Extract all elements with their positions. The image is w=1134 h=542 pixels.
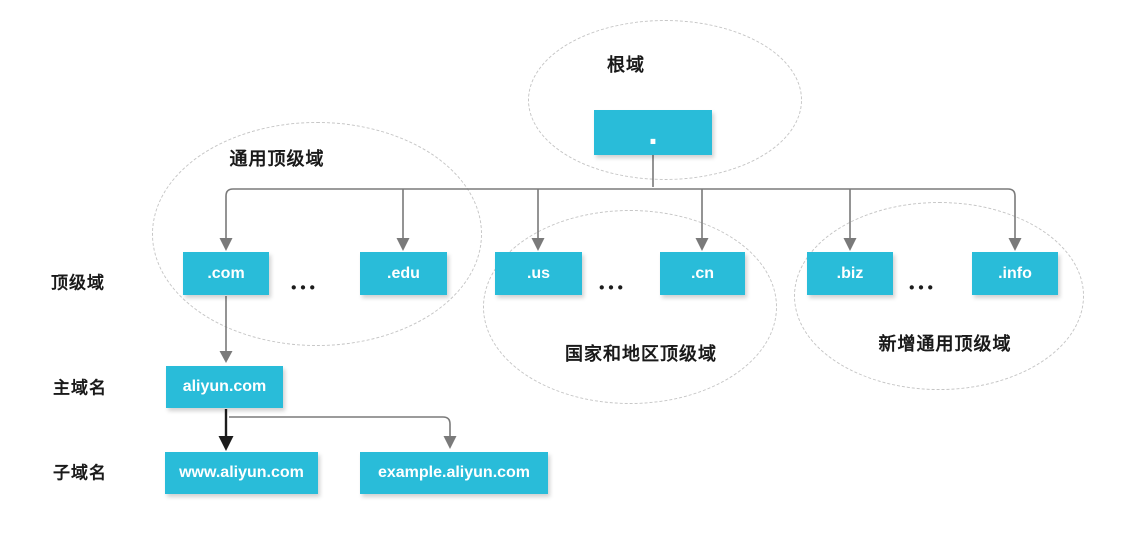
- root-node-box: .: [594, 110, 712, 155]
- row-label-main-domain: 主域名: [53, 378, 107, 398]
- generic-ellipsis: •••: [291, 279, 319, 297]
- biz-node-box: .biz: [807, 252, 893, 295]
- www-arrowhead: [218, 436, 234, 451]
- example-subdomain-box: example.aliyun.com: [360, 452, 548, 494]
- row-label-subdomain: 子域名: [53, 463, 107, 483]
- info-node-box: .info: [972, 252, 1058, 295]
- cn-node-box: .cn: [660, 252, 745, 295]
- main-domain-box: aliyun.com: [166, 366, 283, 408]
- edu-node-box: .edu: [360, 252, 447, 295]
- www-subdomain-box: www.aliyun.com: [165, 452, 318, 494]
- main-domain-arrowhead: [219, 351, 233, 363]
- com-node-box: .com: [183, 252, 269, 295]
- country-tld-label: 国家和地区顶级域: [565, 344, 717, 364]
- new-generic-tld-label: 新增通用顶级域: [878, 334, 1012, 354]
- new-generic-tld-ellipse: [794, 202, 1084, 390]
- root-domain-label: 根域: [607, 55, 645, 75]
- us-node-box: .us: [495, 252, 582, 295]
- country-ellipsis: •••: [599, 279, 627, 297]
- country-tld-ellipse: [483, 210, 777, 404]
- new-generic-ellipsis: •••: [909, 279, 937, 297]
- root-domain-ellipse: [528, 20, 802, 180]
- row-label-tld: 顶级域: [51, 273, 105, 293]
- example-arrowhead: [443, 436, 457, 449]
- main-to-example-line: [229, 416, 451, 436]
- generic-tld-label: 通用顶级域: [229, 149, 325, 169]
